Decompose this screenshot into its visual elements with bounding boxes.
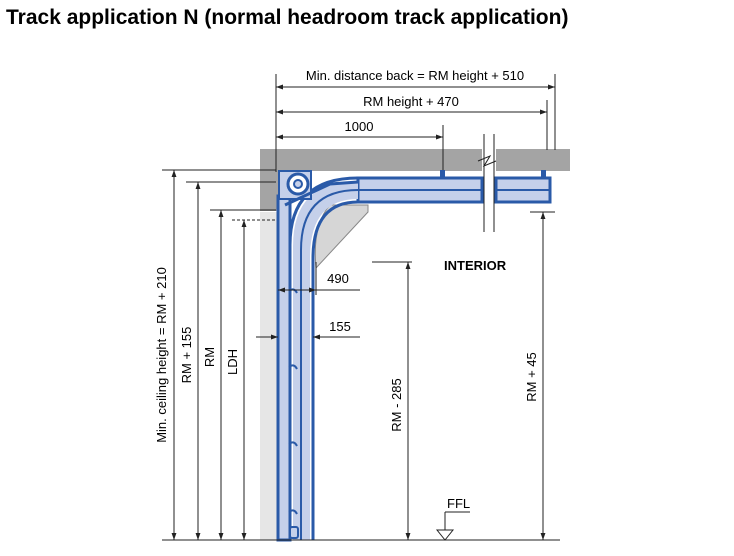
hanger-rear bbox=[541, 170, 546, 179]
ffl-triangle bbox=[435, 529, 455, 541]
label-rm: RM bbox=[202, 347, 217, 367]
label-155: 155 bbox=[329, 319, 351, 334]
track-break-gap bbox=[482, 137, 496, 232]
break-symbol bbox=[477, 154, 497, 168]
track-bracket bbox=[314, 204, 369, 270]
curved-track-inner bbox=[311, 200, 359, 540]
page-title: Track application N (normal headroom tra… bbox=[6, 6, 569, 29]
wall-lintel bbox=[260, 149, 278, 211]
curved-track-center bbox=[300, 189, 359, 540]
door-bottom-roller bbox=[289, 526, 299, 539]
label-ldh: LDH bbox=[225, 349, 240, 375]
label-rm-155: RM + 155 bbox=[179, 327, 194, 384]
label-interior: INTERIOR bbox=[444, 258, 507, 273]
label-1000: 1000 bbox=[345, 119, 374, 134]
label-min-distance-back: Min. distance back = RM height + 510 bbox=[306, 68, 524, 83]
ceiling-slab bbox=[260, 149, 570, 171]
wall-face bbox=[260, 212, 278, 540]
label-490: 490 bbox=[327, 271, 349, 286]
label-min-ceiling-height: Min. ceiling height = RM + 210 bbox=[154, 267, 169, 443]
shaft-center bbox=[293, 179, 303, 189]
hanger-front bbox=[440, 170, 445, 179]
label-ffl: FFL bbox=[447, 496, 470, 511]
label-rm-height-470: RM height + 470 bbox=[363, 94, 459, 109]
door-panel bbox=[276, 194, 292, 542]
label-rm-plus-45: RM + 45 bbox=[524, 352, 539, 402]
door-hinge-4 bbox=[288, 509, 298, 515]
door-top-arm bbox=[284, 180, 359, 207]
door-hinge-3 bbox=[288, 441, 298, 447]
curved-track-fill bbox=[293, 181, 358, 540]
door-hinge-2 bbox=[288, 364, 298, 370]
label-rm-minus-285: RM - 285 bbox=[389, 378, 404, 431]
